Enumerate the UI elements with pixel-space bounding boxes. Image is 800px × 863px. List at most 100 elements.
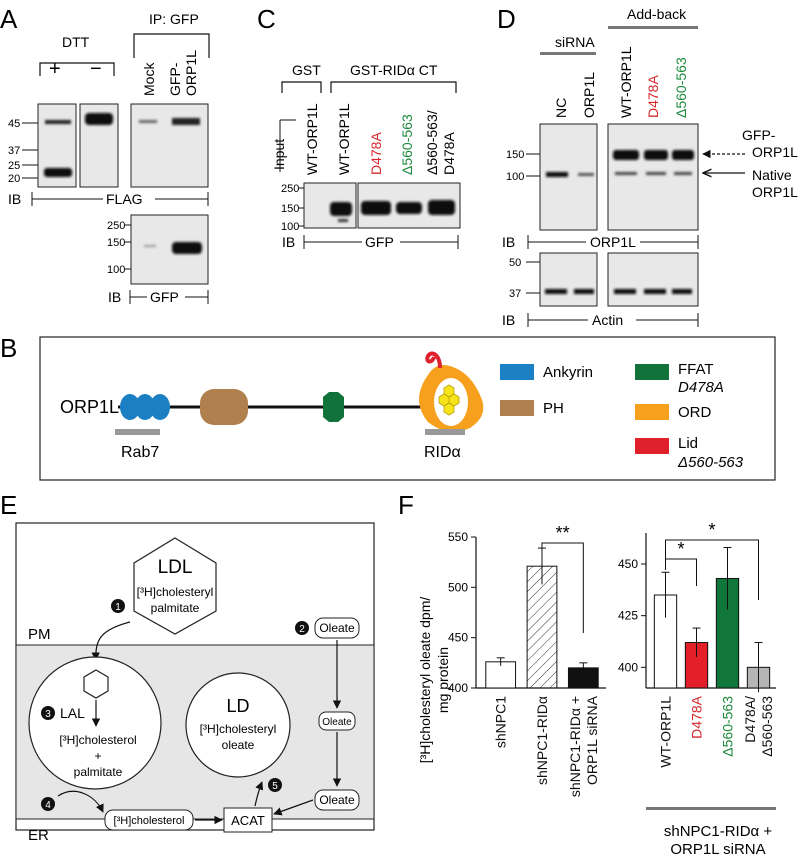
mw-label: 25 [8, 160, 20, 172]
step-1: 1 [115, 602, 121, 613]
mw-label: 250 [281, 183, 299, 195]
significance-label: * [677, 539, 684, 559]
mw-label: 150 [506, 149, 524, 161]
panel-b: B ORP1L Rab7 RIDα Ankyrin PH FFAT D478A … [0, 333, 776, 481]
ib-label: IB [502, 234, 515, 250]
lipid-droplet [185, 672, 291, 778]
cholesterol-box [104, 809, 194, 831]
lane-label: Δ560-563 [399, 114, 415, 175]
mw-label: 37 [8, 145, 20, 157]
ldl-label: LDL [158, 557, 193, 578]
ib-label: IB [8, 191, 21, 207]
lal-label: LAL [60, 705, 85, 721]
addback-label: Add-back [627, 6, 687, 22]
gfp-label: GFP [365, 234, 394, 250]
ip-bracket [133, 33, 210, 58]
bar [526, 565, 558, 689]
step-5: 5 [272, 781, 278, 792]
legend-swatch-ord [635, 404, 669, 420]
lane-label: WT-ORP1L [336, 103, 352, 175]
mw-label: 37 [509, 288, 521, 300]
lid-region [425, 351, 442, 369]
lane-label: D478A [368, 132, 384, 175]
pm-label: PM [28, 626, 51, 643]
step-2-icon [295, 621, 309, 635]
rab7-label: Rab7 [121, 444, 159, 461]
x-tick-label: shNPC1 [493, 696, 509, 748]
panel-e-letter: E [0, 490, 17, 520]
legend-swatch-lid [635, 438, 669, 454]
significance-bracket [665, 539, 759, 600]
gfp-orp1l-label-2: ORP1L [752, 144, 798, 160]
lal-product-2: + [94, 749, 101, 763]
y-tick-label: 550 [448, 530, 468, 544]
significance-label: ** [556, 523, 570, 543]
group-label-2: ORP1L siRNA [670, 841, 765, 858]
actin-label: Actin [592, 312, 623, 328]
step-4: 4 [45, 800, 51, 811]
ip-label: IP: GFP [149, 11, 199, 27]
gst-rid-label: GST-RIDα CT [350, 62, 438, 78]
significance-bracket [665, 558, 697, 586]
flag-label: FLAG [106, 191, 143, 207]
gfp-label: GFP [150, 289, 179, 305]
lane-label: Δ560-563 [673, 57, 689, 118]
legend-swatch-ffat [635, 364, 669, 380]
ib-label: IB [282, 234, 295, 250]
protein-label: ORP1L [60, 397, 119, 417]
x-tick-label: Δ560-563 [759, 696, 775, 757]
lane-label: D478A [441, 132, 457, 175]
mw-label: 250 [107, 220, 125, 232]
lane-label: WT-ORP1L [304, 103, 320, 175]
mw-label: 150 [281, 203, 299, 215]
blot-flag-ip [130, 103, 209, 188]
y-tick-label: 450 [618, 557, 638, 571]
ld-label: LD [226, 696, 249, 716]
legend-lid-mutant: Δ560-563 [677, 454, 744, 471]
panel-a-letter: A [0, 4, 18, 34]
lane-gfp-orp1l-1: GFP- [167, 62, 183, 96]
mw-label: 20 [8, 173, 20, 185]
x-tick-label: D478A/ [742, 696, 758, 743]
x-tick-label: Δ560-563 [720, 696, 736, 757]
blot-d-sirna [539, 123, 598, 231]
mw-label: 100 [281, 221, 299, 233]
oleate-box-er [314, 789, 360, 811]
y-tick-label: 450 [448, 631, 468, 645]
legend-ffat: FFAT [678, 361, 714, 378]
group-label-1: shNPC1-RIDα + [664, 823, 773, 840]
panel-d: D siRNA Add-back NC ORP1L WT-ORP1L D478A… [497, 4, 798, 328]
ld-substrate-2: oleate [222, 738, 255, 752]
lane-label: D478A [645, 75, 661, 118]
x-tick-label: shNPC1-RIDα + [567, 696, 583, 797]
ld-substrate-1: [³H]cholesteryl [200, 722, 277, 736]
mw-label: 50 [509, 257, 521, 269]
lane-label: Δ560-563/ [424, 110, 440, 175]
mw-label: 45 [8, 118, 20, 130]
legend-lid: Lid [678, 435, 698, 452]
lal-product-3: palmitate [74, 765, 123, 779]
sirna-label: siRNA [555, 34, 595, 50]
sterol-icon [438, 384, 460, 416]
lane-label: ORP1L [581, 72, 597, 118]
x-tick-label: WT-ORP1L [658, 696, 674, 768]
er-label: ER [28, 827, 49, 844]
blot-d-actin-addback [607, 252, 699, 307]
cholesterol-label: [³H]cholesterol [114, 815, 185, 827]
ib-label: IB [108, 289, 121, 305]
ph-domain [200, 389, 248, 425]
step-1-icon [111, 599, 125, 613]
mw-label: 150 [107, 237, 125, 249]
panel-a: A DTT + − IP: GFP Mock GFP- ORP1L 45 37 … [0, 4, 210, 305]
gst-label: GST [292, 62, 321, 78]
x-tick-label: shNPC1-RIDα [534, 696, 550, 785]
legend-ord: ORD [678, 404, 712, 421]
oleate-label: Oleate [322, 717, 352, 728]
ldl-substrate-2: palmitate [151, 601, 200, 615]
f-ylabel-2: mg protein [435, 647, 451, 713]
plus-label: + [49, 58, 61, 80]
legend-ffat-mutant: D478A [678, 379, 724, 396]
panel-f-letter: F [398, 490, 414, 520]
